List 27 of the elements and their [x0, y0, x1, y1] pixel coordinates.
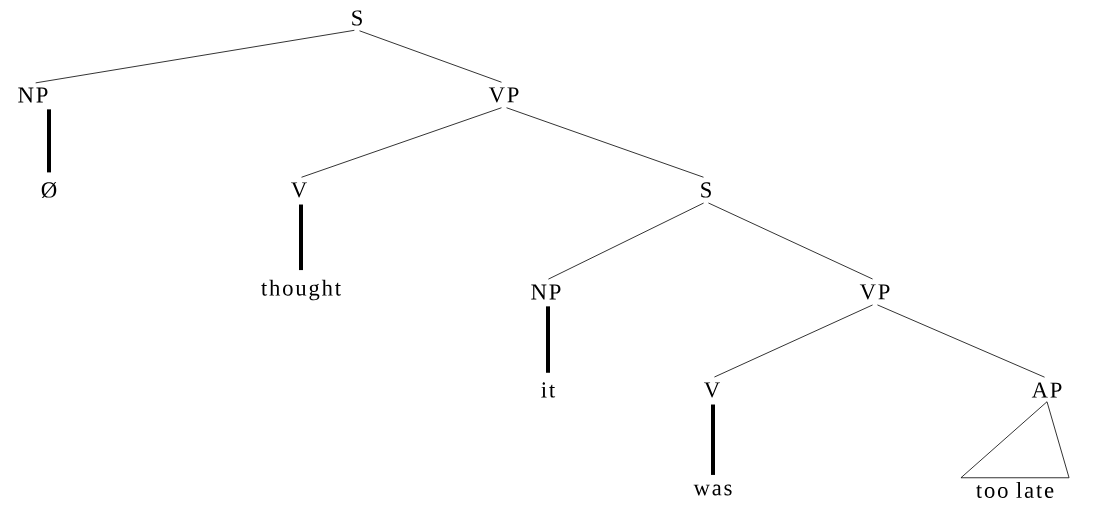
tree-label: VP [488, 87, 519, 103]
tree-label: NP [18, 87, 48, 103]
tree-label: S [701, 182, 711, 198]
tree-label: VP [859, 284, 890, 300]
tree-label: V [291, 182, 307, 198]
branch-line [714, 304, 873, 378]
tree-label: was [693, 484, 732, 496]
branch-line [711, 404, 715, 475]
branch-line [548, 202, 704, 280]
tree-label: AP [1031, 382, 1062, 398]
branch-line [35, 29, 355, 84]
tree-label: NP [531, 284, 561, 300]
branch-line [299, 204, 303, 271]
branch-line [301, 107, 502, 178]
branch-line [359, 30, 502, 83]
tree-label: it [541, 382, 556, 398]
branch-line [546, 306, 550, 373]
branch-line [47, 109, 51, 173]
branch-line [877, 304, 1045, 378]
tree-label: S [352, 10, 362, 26]
branch-line [506, 107, 704, 178]
tree-label: thought [261, 279, 341, 301]
branch-line [708, 202, 873, 280]
tree-label: V [704, 382, 720, 398]
tree-label: Ø [41, 182, 57, 198]
triangle-branch [960, 401, 1070, 479]
tree-label: too late [976, 482, 1054, 498]
